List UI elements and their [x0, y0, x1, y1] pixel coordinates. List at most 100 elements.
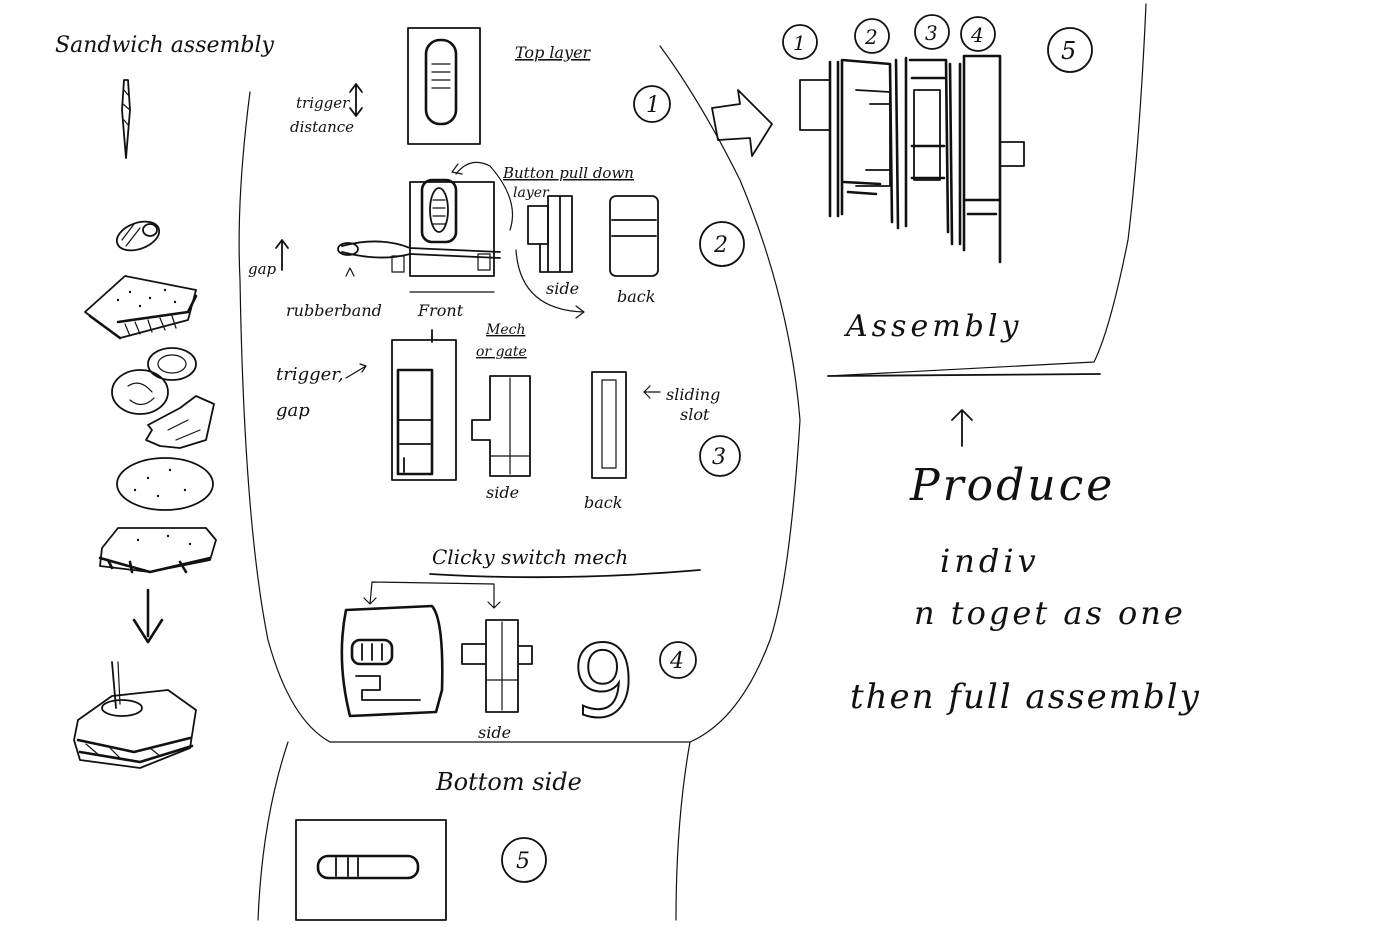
- clicky-side-lines: [485, 621, 519, 711]
- step-5-number: 5: [516, 849, 530, 874]
- pull-down-button-inner: [429, 187, 449, 233]
- notes-line-2: indiv: [940, 542, 1040, 580]
- step-2-circle: [699, 221, 745, 267]
- gate-back-slot: [601, 379, 617, 469]
- sandwich-title: Sandwich assembly: [55, 33, 274, 58]
- trigger-gap-pointer: [345, 363, 367, 379]
- step-4-title: Clicky switch mech: [432, 545, 628, 569]
- notes-line-4: then full assembly: [850, 677, 1201, 717]
- bottom-slot-ribs: [335, 857, 359, 877]
- rubberband-label: rubberband: [286, 301, 382, 320]
- rubberband-end: [337, 242, 359, 256]
- assembly-panel-base: [827, 373, 1101, 377]
- top-layer-button-slot: [424, 38, 458, 126]
- toothpick-drawing: [121, 79, 131, 159]
- pull-down-button: [420, 178, 458, 244]
- assembly-arrow: [711, 89, 773, 157]
- gate-back-frame: [591, 371, 627, 479]
- lettuce-veins: [167, 419, 201, 441]
- assembly-label-4: 4: [970, 23, 984, 47]
- curve-arrow-bottom: [515, 249, 585, 319]
- trigger-distance-line1: trigger: [296, 94, 350, 112]
- top-layer-plate: [407, 27, 481, 145]
- assembly-label-circle-1: [782, 24, 818, 60]
- sandwich-column: Sandwich assembly: [55, 33, 274, 769]
- assembly-label-circle-3: [914, 14, 950, 50]
- step-3-mech-or-gate: trigger, gap Mech or gate side back slid…: [276, 322, 741, 512]
- trigger-gap-line1: trigger,: [276, 364, 344, 385]
- sliding-slot-pointer: [643, 385, 661, 399]
- back-view-block: [609, 195, 659, 277]
- pull-down-button-ribs: [432, 199, 446, 225]
- toothpick-hatch: [122, 89, 131, 127]
- rubberband-post-right: [477, 253, 491, 271]
- middle-panel-left-edge: [238, 91, 331, 743]
- side-view-block: [527, 205, 549, 245]
- step-4-clicky-switch: Clicky switch mech side 9 4: [340, 545, 701, 742]
- assembly-layer-stack: [799, 54, 1025, 264]
- back-view-lines: [611, 219, 657, 237]
- assembly-panel-edge: [827, 3, 1147, 377]
- step-3-title-line1: Mech: [485, 322, 525, 338]
- production-notes: Produce indiv n toget as one then full a…: [850, 460, 1201, 717]
- tomato-slices-drawing: [111, 347, 197, 415]
- bottom-slot: [316, 854, 420, 880]
- assembled-sandwich-drawing: [73, 661, 197, 769]
- bottom-bread-drawing: [98, 527, 217, 574]
- gate-front-lines: [397, 419, 433, 473]
- step-1-circle: [633, 85, 671, 123]
- curve-arrow-top: [451, 161, 514, 231]
- assembly-panel: 1 2 3 4 5 Assembly: [711, 3, 1147, 447]
- clicky-spring-path: [355, 675, 421, 701]
- sliding-slot-line1: sliding: [666, 385, 720, 404]
- clicky-button: [350, 638, 394, 666]
- olive-drawing: [115, 220, 161, 252]
- step-2-number: 2: [713, 233, 728, 258]
- clicky-button-ribs: [361, 643, 383, 661]
- trigger-gap-line2: gap: [276, 400, 310, 421]
- step-1-number: 1: [646, 93, 660, 118]
- gate-front-slot: [396, 368, 434, 476]
- step-5-circle: [501, 837, 547, 883]
- assembly-label-1: 1: [793, 31, 806, 55]
- step-2-side-label: side: [546, 279, 579, 298]
- assembly-label-circle-2: [854, 18, 890, 54]
- step-4-title-underline: [429, 569, 701, 579]
- step-2-button-pull-down: gap rubberband Front Button pull down la…: [248, 161, 745, 320]
- assembly-label-circle-4: [960, 16, 996, 52]
- bottom-plate: [295, 819, 447, 921]
- rubberband-pointer: [345, 267, 355, 277]
- step-1-title: Top layer: [515, 43, 592, 62]
- assembly-label-3: 3: [925, 21, 938, 45]
- top-layer-button-ribs: [431, 63, 451, 89]
- step-2-title: Button pull down: [502, 164, 634, 182]
- step-3-circle: [699, 435, 741, 477]
- assembly-label-2: 2: [864, 25, 878, 49]
- step-2-subtitle: layer: [513, 185, 550, 201]
- gap-arrow: [275, 239, 289, 271]
- sliding-slot-line2: slot: [680, 405, 710, 424]
- step-3-title-line2: or gate: [476, 344, 527, 360]
- top-bread-drawing: [84, 275, 198, 340]
- step-4-side-label: side: [478, 723, 511, 742]
- down-arrow: [132, 588, 164, 644]
- gate-side-view: [471, 375, 531, 477]
- trigger-distance-arrow: [349, 83, 363, 117]
- assembly-label-circle-5: [1047, 27, 1093, 73]
- notes-line-3: n toget as one: [914, 594, 1186, 632]
- step-3-number: 3: [712, 445, 726, 470]
- gap-label: gap: [248, 260, 277, 278]
- step-3-back-label: back: [584, 493, 622, 512]
- clicky-9-piece: 9: [572, 623, 636, 740]
- patty-drawing: [116, 457, 214, 511]
- lower-panel-edges: [257, 741, 691, 921]
- step-2-back-label: back: [617, 287, 655, 306]
- notes-line-1: Produce: [909, 460, 1115, 511]
- step-4-number: 4: [669, 649, 684, 674]
- step-5-bottom-side: Bottom side 5: [295, 768, 582, 921]
- step-4-bracket-arrow: [363, 581, 501, 609]
- assembly-title: Assembly: [843, 309, 1022, 344]
- step-3-side-label: side: [486, 483, 519, 502]
- rubberband-post-left: [391, 255, 405, 273]
